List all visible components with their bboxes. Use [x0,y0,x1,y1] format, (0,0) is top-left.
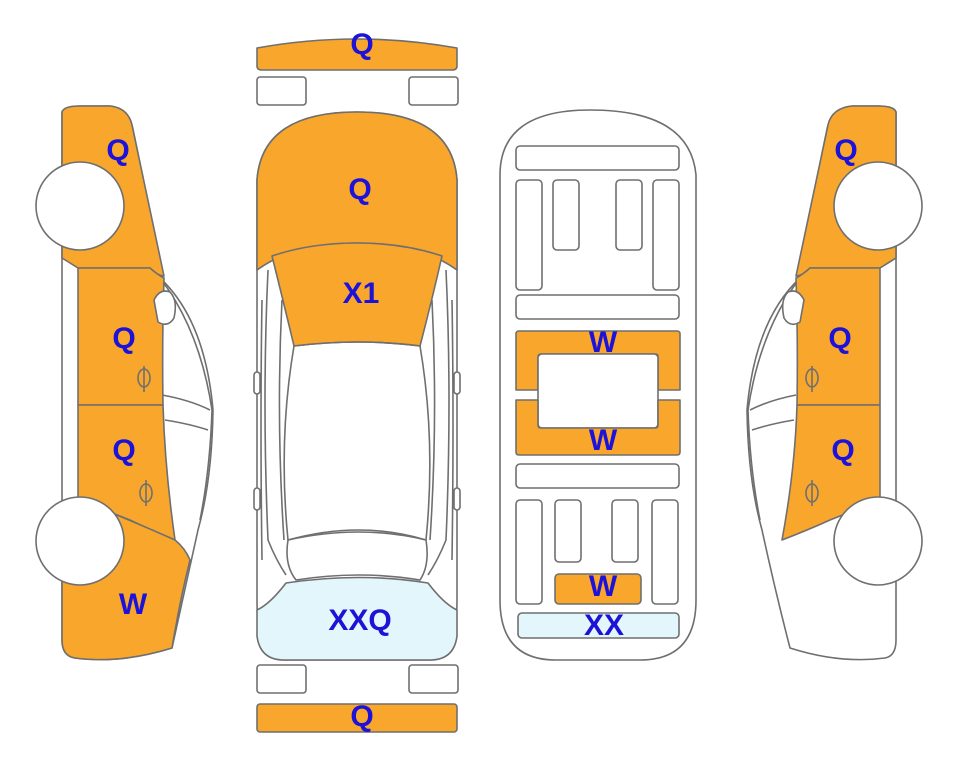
left-window-line [159,277,213,521]
rear-right-light [408,664,459,694]
left-rear-door-code: Q [112,434,135,467]
right-front-door-handle [805,366,819,392]
windshield-code: X1 [343,277,380,310]
front-right-light [408,76,459,106]
trunk-glass[interactable] [517,612,680,639]
trunk-panel-code: W [589,570,618,603]
top-view: Q Q X1 XXQ Q [253,28,461,733]
rear-window[interactable] [256,576,458,661]
trunk-glass-code: XX [584,609,624,642]
rear-window-code: XXQ [328,604,391,637]
left-rear-door-handle [139,480,153,506]
right-side-view: Q Q Q [746,105,923,661]
rear-bumper-code: Q [350,700,373,733]
roof-outline [283,341,431,541]
rear-floor-code: W [589,424,618,457]
interior-outline [499,109,697,661]
rear-left-light [256,664,307,694]
left-front-wheel [35,161,125,251]
interior-view: W W W XX [499,109,697,661]
left-rear-wheel [35,496,125,586]
rear-floor[interactable] [515,399,681,456]
left-rear-section-code: W [119,588,148,621]
rear-bumper[interactable] [256,703,458,733]
windshield[interactable] [271,242,443,347]
left-mirror [153,290,177,326]
trunk-panel[interactable] [554,573,642,605]
right-rear-door-handle [805,480,819,506]
right-rear-door-code: Q [831,434,854,467]
left-front-door-code: Q [112,322,135,355]
center-opening [537,353,659,429]
front-bumper-code: Q [350,28,373,61]
front-bumper[interactable] [256,38,458,71]
right-front-wheel [833,161,923,251]
left-side-view: Q Q Q W [35,105,214,661]
right-front-section-code: Q [834,134,857,167]
hood-code: Q [348,173,371,206]
left-front-section-code: Q [106,134,129,167]
front-left-light [256,76,307,106]
right-front-door-code: Q [828,322,851,355]
right-mirror [781,290,805,326]
left-front-door-handle [137,366,151,392]
right-rear-wheel [833,496,923,586]
